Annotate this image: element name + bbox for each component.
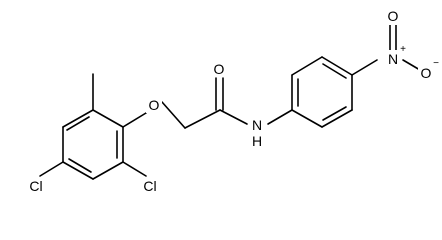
atom-amide-nitrogen: N xyxy=(252,117,262,133)
bond-layer xyxy=(39,24,421,180)
bond-ring2-c5-c6 xyxy=(321,109,353,128)
bond-c1-oether xyxy=(122,112,147,128)
atom-chlorine-left: Cl xyxy=(29,178,42,194)
bond-ring1-double-a xyxy=(66,116,90,131)
bond-ring2-double-c xyxy=(322,106,347,121)
bond-nitro-n-o-right xyxy=(402,59,421,71)
atom-nitro-oxygen-right: O xyxy=(421,65,432,81)
bond-ring1-double-b xyxy=(68,158,92,173)
atom-ether-oxygen: O xyxy=(149,97,160,113)
bond-ring1-c4-c5 xyxy=(62,161,94,180)
atom-carbonyl-oxygen: O xyxy=(214,61,225,77)
bond-ring2-nitro-n xyxy=(351,59,378,76)
bond-ring2-c3-c4 xyxy=(321,56,353,76)
bond-cl-left xyxy=(39,161,64,177)
bond-oether-ch2 xyxy=(161,101,186,129)
atom-label-layer: O O N H Cl Cl N + O O − xyxy=(25,7,439,194)
atom-nitro-nitrogen: N xyxy=(388,51,398,67)
atom-chlorine-right: Cl xyxy=(143,178,156,194)
bond-ring2-c2-c3 xyxy=(291,56,323,76)
bond-ring1-c2-c3 xyxy=(62,109,94,128)
bond-ring2-double-b xyxy=(322,63,347,79)
bond-ch2-co xyxy=(184,109,221,129)
bond-ring1-c1-c2 xyxy=(92,109,124,128)
atom-nitro-oxygen-charge: − xyxy=(433,58,439,69)
bond-ring1-c5-c6 xyxy=(92,161,124,180)
bond-ring2-c6-c1 xyxy=(291,109,323,128)
atom-nitro-oxygen-top: O xyxy=(388,8,399,24)
bond-co-n xyxy=(219,109,248,125)
atom-amide-hydrogen: H xyxy=(252,133,262,149)
atom-nitro-nitrogen-charge: + xyxy=(400,44,406,55)
molecule-structure: O O N H Cl Cl N + O O − xyxy=(25,7,440,194)
bond-cl-right xyxy=(122,161,147,177)
bond-n-ring2 xyxy=(267,109,293,125)
